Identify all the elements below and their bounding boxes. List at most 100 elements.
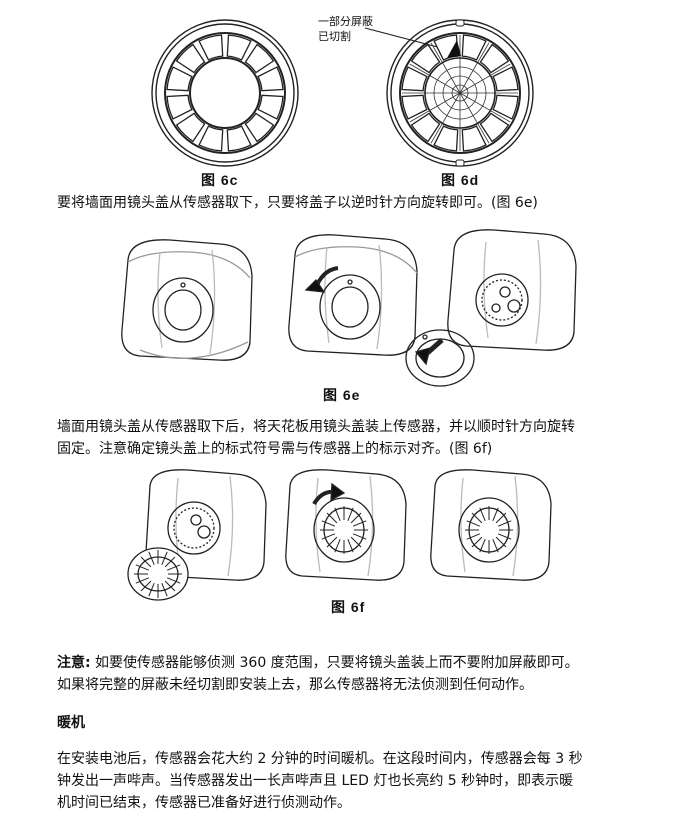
lens-spoke [321, 520, 335, 527]
lens-spoke [498, 520, 512, 527]
figure-6f-caption: 图 6f [331, 599, 366, 615]
lens-segment [166, 66, 193, 92]
lens-segment [244, 112, 275, 143]
warmup-line-1: 在安装电池后，传感器会花大约 2 分钟的时间暖机。在这段时间内，传感器会每 3 … [57, 751, 583, 767]
paragraph-install-line-1: 墙面用镜头盖从传感器取下后，将天花板用镜头盖装上传感器，并以顺时针方向旋转 [57, 419, 575, 435]
figure-6d-callout: 一部分屏蔽 已切割 [318, 14, 373, 44]
lens-segment [198, 34, 224, 61]
web-spoke [459, 92, 490, 144]
lens-spoke [135, 577, 149, 584]
lens-spoke [495, 536, 507, 548]
lens-segment [492, 66, 519, 92]
note-label: 注意: [57, 655, 91, 671]
figure-6c-mask-ring [151, 19, 299, 167]
lens-segment [401, 94, 428, 120]
lens-spoke [140, 556, 152, 568]
lens-spoke [466, 520, 480, 527]
lens-segment [479, 43, 510, 74]
figure-6f-illustration [127, 469, 552, 601]
warmup-line-3: 机时间已结束，传感器已准备好进行侦测动作。 [57, 795, 351, 811]
warmup-line-2: 钟发出一声哔声。当传感器发出一长声哔声且 LED 灯也长亮约 5 秒钟时，即表示… [57, 773, 574, 789]
lens-spoke [140, 580, 152, 592]
paragraph-install-cover: 墙面用镜头盖从传感器取下后，将天花板用镜头盖装上传感器，并以顺时针方向旋转 固定… [57, 416, 667, 460]
lens-spoke [161, 583, 168, 597]
lens-spoke [161, 551, 168, 565]
lens-segment [257, 66, 284, 92]
lens-spoke [334, 507, 341, 521]
paragraph-warmup: 在安装电池后，传感器会花大约 2 分钟的时间暖机。在这段时间内，传感器会每 3 … [57, 748, 667, 814]
web-spoke [409, 63, 461, 94]
lens-segment [492, 94, 519, 120]
lens-spoke [492, 539, 499, 553]
sensor-body-2 [288, 234, 418, 356]
lens-spoke [334, 539, 341, 553]
lens-spoke [466, 533, 480, 540]
lens-spoke [135, 564, 149, 571]
lens-segment [479, 112, 510, 143]
section-heading-warmup: 暖机 [57, 715, 85, 731]
figure-6d-caption: 图 6d [441, 172, 480, 188]
lens-spoke [471, 512, 483, 524]
figure-6c-caption: 图 6c [201, 172, 239, 188]
lens-segment [226, 34, 252, 61]
lens-spoke [492, 507, 499, 521]
figure-6d-mask-cut [364, 19, 534, 167]
lens-spoke [321, 533, 335, 540]
lens-spoke [471, 536, 483, 548]
lens-spoke [164, 556, 176, 568]
lens-spoke [498, 533, 512, 540]
lens-spoke [347, 507, 354, 521]
ceiling-lens-cover-detached [127, 547, 189, 601]
web-spoke [430, 42, 461, 94]
lens-spoke [326, 536, 338, 548]
lens-spoke [495, 512, 507, 524]
note-block: 注意: 如要使传感器能够侦测 360 度范围，只要将镜头盖装上而不要附加屏蔽即可… [57, 652, 667, 696]
lens-spoke [353, 520, 367, 527]
lens-spoke [350, 536, 362, 548]
sensor-body-6 [430, 469, 552, 581]
lens-segment [401, 66, 428, 92]
lens-spoke [148, 583, 155, 597]
lens-spoke [167, 577, 181, 584]
lens-spoke [164, 580, 176, 592]
sensor-body-1 [121, 239, 253, 361]
web-spoke [409, 92, 461, 123]
lens-segment [175, 112, 206, 143]
note-line-1: 如要使传感器能够侦测 360 度范围，只要将镜头盖装上而不要附加屏蔽即可。 [90, 655, 579, 671]
lens-segment [175, 43, 206, 74]
paragraph-install-line-2: 固定。注意确定镜头盖上的标式符号需与传感器上的标示对齐。(图 6f) [57, 441, 493, 457]
paragraph-remove-cover: 要将墙面用镜头盖从传感器取下，只要将盖子以逆时针方向旋转即可。(图 6e) [57, 195, 538, 211]
lens-spoke [479, 507, 486, 521]
arrow-icon [447, 40, 461, 58]
lens-spoke [350, 512, 362, 524]
web-spoke [430, 92, 461, 144]
lens-spoke [479, 539, 486, 553]
lens-spoke [353, 533, 367, 540]
lens-segment [257, 94, 284, 120]
lens-segment [410, 112, 441, 143]
web-spoke [459, 92, 511, 123]
lens-segment [433, 125, 459, 152]
lens-spoke [148, 551, 155, 565]
callout-leader-line [364, 27, 450, 51]
lens-segment [226, 125, 252, 152]
lens-spoke [347, 539, 354, 553]
web-spoke [459, 42, 490, 94]
lens-segment [244, 43, 275, 74]
web-spoke [459, 63, 511, 94]
figure-6e-illustration [121, 229, 577, 387]
lens-spoke [167, 564, 181, 571]
callout-line-1: 一部分屏蔽 [318, 15, 373, 28]
detached-lens-cover [405, 329, 475, 387]
lens-segment [410, 43, 441, 74]
lens-segment [198, 125, 224, 152]
figure-6e-caption: 图 6e [323, 387, 361, 403]
sensor-body-5 [285, 469, 407, 581]
callout-line-2: 已切割 [318, 30, 351, 43]
lens-segment [461, 34, 487, 61]
lens-segment [461, 125, 487, 152]
note-line-2: 如果将完整的屏蔽未经切割即安装上去，那么传感器将无法侦测到任何动作。 [57, 677, 533, 693]
lens-spoke [326, 512, 338, 524]
sensor-body-3 [447, 229, 577, 351]
lens-segment [166, 94, 193, 120]
